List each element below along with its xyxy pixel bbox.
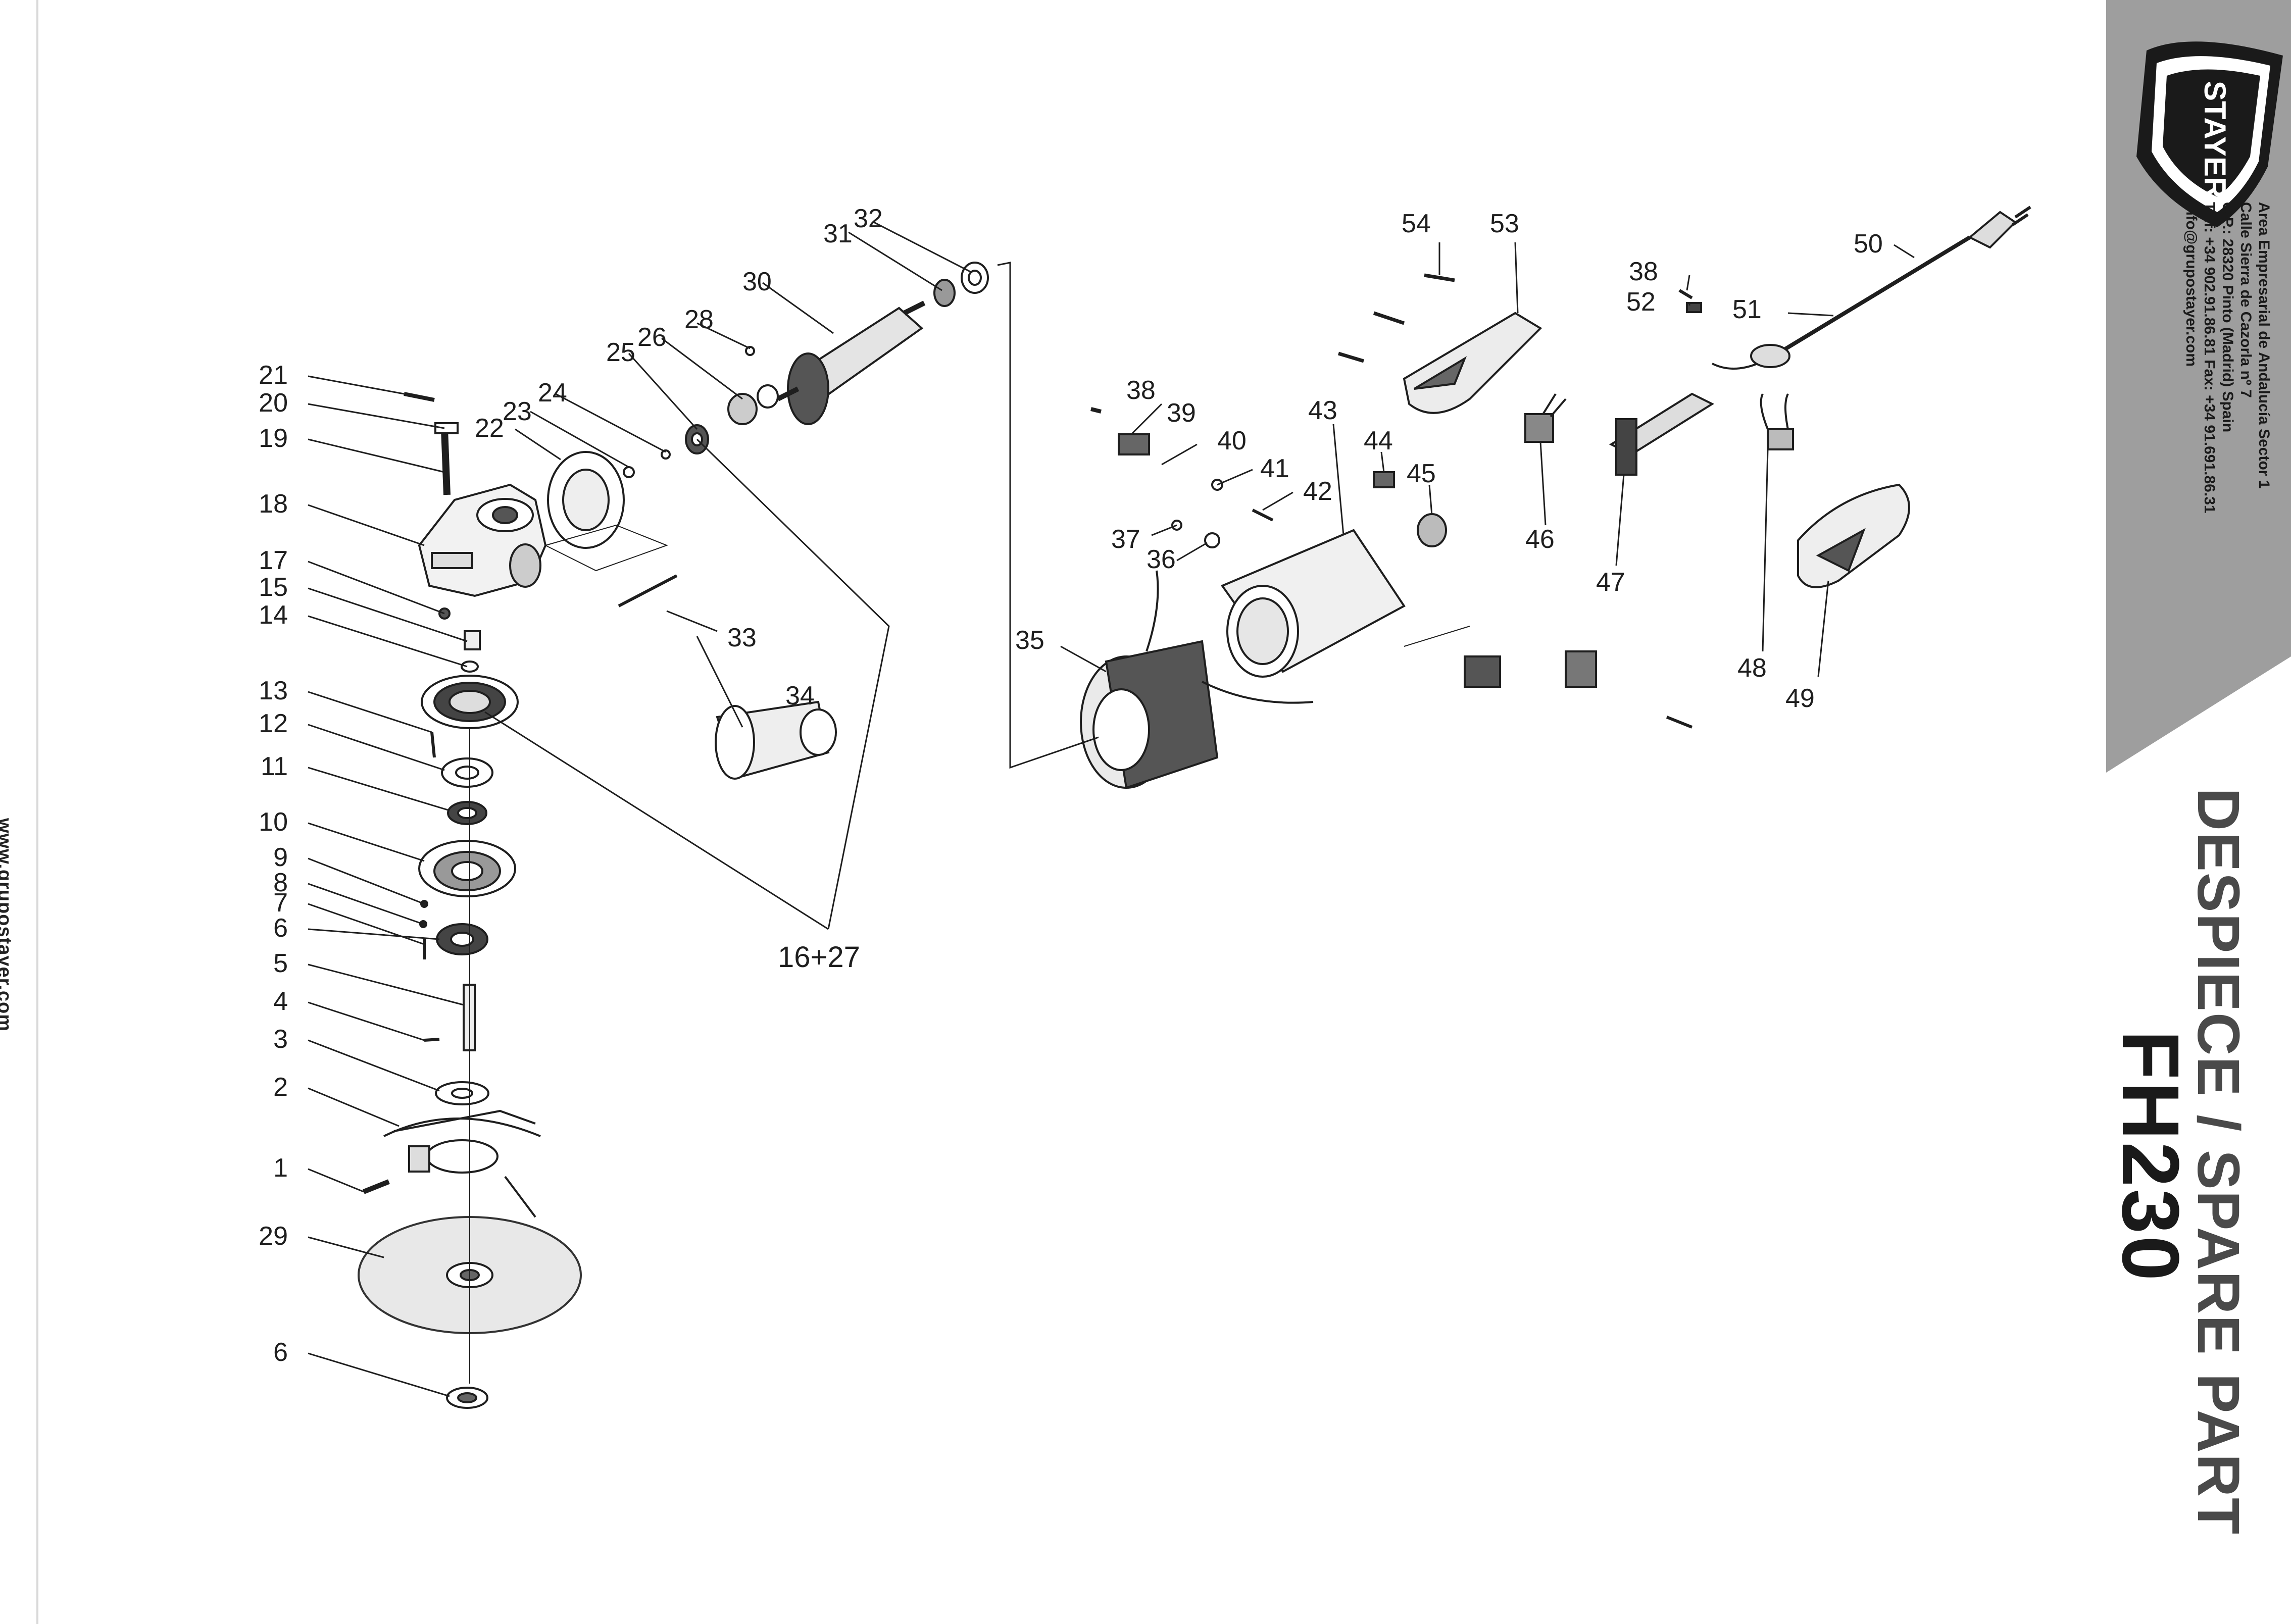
callout-8: 6 [273, 914, 288, 943]
callout-39: 39 [1167, 398, 1196, 428]
callout-10: 8 [273, 868, 288, 897]
callout-22: 20 [259, 388, 288, 418]
callout-15: 13 [259, 676, 288, 705]
callout-4: 2 [273, 1073, 288, 1102]
callout-45: 45 [1407, 459, 1436, 488]
callout-28: 25 [606, 338, 635, 367]
callout-52: 52 [1626, 287, 1656, 317]
callout-21: 19 [259, 424, 288, 453]
stayer-logo: STAYER [2136, 41, 2283, 227]
callout-14: 12 [259, 709, 288, 738]
callout-42: 42 [1303, 477, 1332, 506]
callout-12: 10 [259, 807, 288, 837]
callout-24: 22 [475, 414, 504, 443]
callout-20: 18 [259, 489, 288, 519]
page-border [36, 0, 38, 1624]
group-label: 16+27 [778, 941, 860, 974]
gear-head-assembly [358, 262, 989, 1409]
callout-29: 26 [637, 323, 667, 352]
callout-6b: 28 [684, 305, 714, 334]
callout-19: 17 [259, 546, 288, 575]
callout-7: 5 [273, 949, 288, 978]
callout-40: 40 [1217, 426, 1247, 455]
callout-51: 51 [1732, 295, 1762, 324]
callout-53: 53 [1490, 209, 1519, 238]
callout-33: 33 [727, 623, 757, 652]
callout-9: 7 [273, 888, 288, 918]
callout-36: 36 [1147, 545, 1176, 574]
callout-37: 37 [1111, 525, 1140, 554]
callout-5: 3 [273, 1025, 288, 1054]
callout-30: 30 [742, 267, 772, 296]
connector-lines [484, 262, 1099, 930]
callout-34: 34 [785, 681, 815, 710]
motor-assembly [1080, 407, 1693, 789]
handle-assembly [1337, 206, 2031, 588]
callout-38b: 38 [1629, 257, 1658, 286]
callout-43: 43 [1308, 396, 1337, 425]
leader-lines [308, 221, 1915, 1397]
callout-1: 6 [273, 1338, 288, 1367]
callout-2: 29 [259, 1222, 288, 1251]
callout-3: 1 [273, 1153, 288, 1183]
callout-23: 21 [259, 361, 288, 390]
callout-54: 54 [1402, 209, 1431, 238]
callout-47: 47 [1596, 568, 1625, 597]
callout-25: 23 [503, 397, 532, 426]
callout-44: 44 [1364, 426, 1393, 455]
callout-41: 41 [1260, 454, 1289, 483]
callout-26: 24 [538, 378, 567, 408]
callout-46: 46 [1525, 525, 1555, 554]
callout-13: 11 [261, 752, 288, 781]
callout-17: 14 [259, 600, 288, 630]
callout-18: 15 [259, 573, 288, 602]
callout-35: 35 [1015, 626, 1044, 655]
callout-6: 4 [273, 987, 288, 1016]
callout-31: 31 [823, 219, 853, 248]
callout-49: 49 [1785, 684, 1815, 713]
callout-48: 48 [1737, 653, 1767, 683]
logo-wordmark: STAYER [2198, 81, 2232, 198]
callout-50: 50 [1854, 229, 1883, 259]
callout-11: 9 [273, 843, 288, 872]
callout-labels: 21 20 19 18 17 15 14 13 12 11 10 9 8 7 6… [259, 204, 1883, 1367]
callout-32: 32 [854, 204, 883, 233]
callout-38: 38 [1126, 376, 1156, 405]
